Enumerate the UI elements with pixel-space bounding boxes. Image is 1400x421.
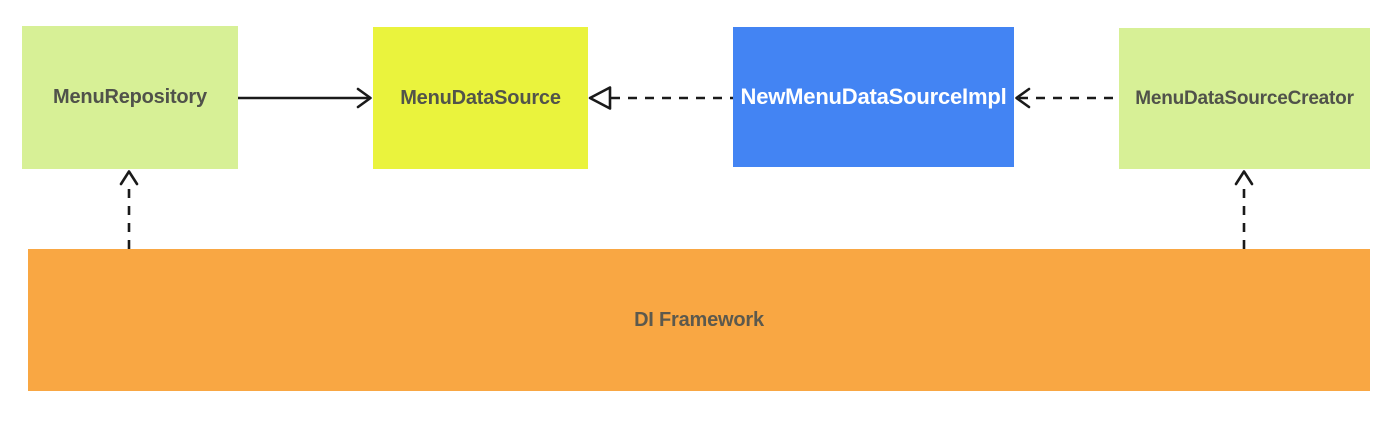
edge-diframework-to-menurepository bbox=[119, 170, 139, 249]
edge-diframework-to-menudatasourcecreator bbox=[1234, 170, 1254, 249]
node-menu-repository-label: MenuRepository bbox=[53, 86, 207, 108]
node-di-framework: DI Framework bbox=[28, 249, 1370, 391]
edge-menurepository-to-menudatasource bbox=[238, 87, 372, 109]
node-menu-data-source-label: MenuDataSource bbox=[400, 86, 561, 109]
node-menu-data-source-creator-label: MenuDataSourceCreator bbox=[1135, 87, 1354, 109]
node-menu-data-source: MenuDataSource bbox=[373, 27, 588, 169]
node-di-framework-label: DI Framework bbox=[634, 308, 764, 331]
edge-newmenudatasourceimpl-implements-menudatasource bbox=[588, 86, 733, 110]
edge-menudatasourcecreator-to-newmenudatasourceimpl bbox=[1015, 87, 1119, 109]
node-new-menu-data-source-impl-label: NewMenuDataSourceImpl bbox=[740, 84, 1007, 109]
node-menu-repository: MenuRepository bbox=[22, 26, 238, 169]
node-new-menu-data-source-impl: NewMenuDataSourceImpl bbox=[733, 27, 1014, 167]
node-menu-data-source-creator: MenuDataSourceCreator bbox=[1119, 28, 1370, 169]
